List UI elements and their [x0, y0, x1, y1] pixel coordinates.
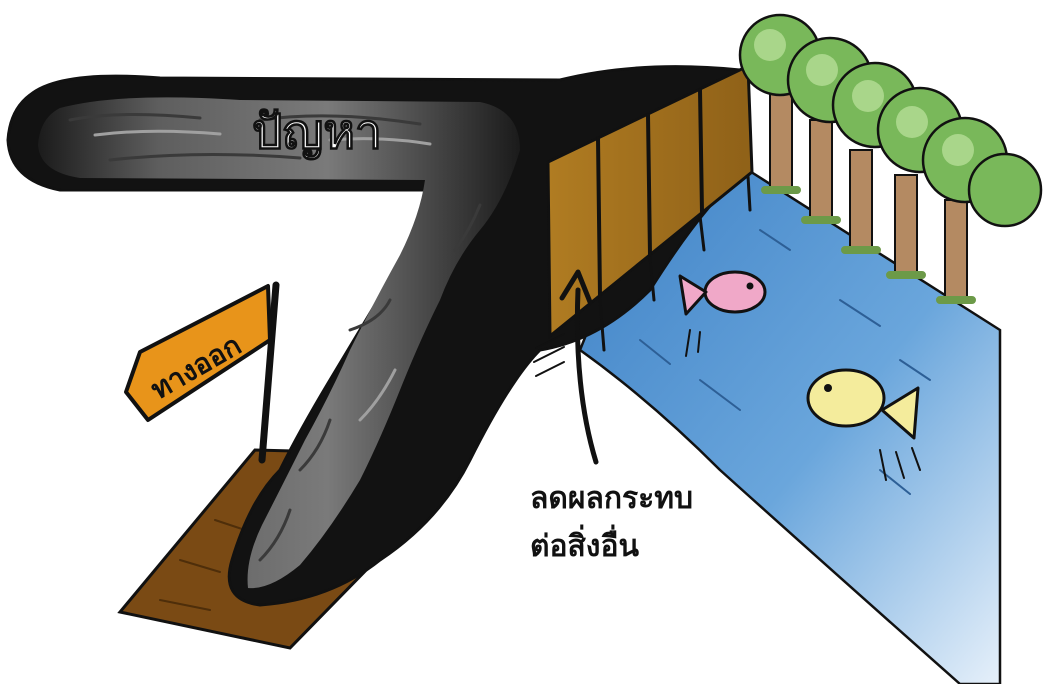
- arrow-up-icon: [533, 269, 599, 465]
- tree-icon: [738, 13, 1043, 304]
- fish-icon: [806, 368, 921, 481]
- fish-icon: [678, 270, 767, 357]
- caption-line-2: ต่อสิ่งอื่น: [530, 524, 639, 564]
- caption-line-1: ลดผลกระทบ: [530, 481, 693, 516]
- signpost-icon: [124, 281, 280, 464]
- problem-label: ปัญหา: [252, 104, 382, 160]
- dam-wall: [546, 63, 754, 352]
